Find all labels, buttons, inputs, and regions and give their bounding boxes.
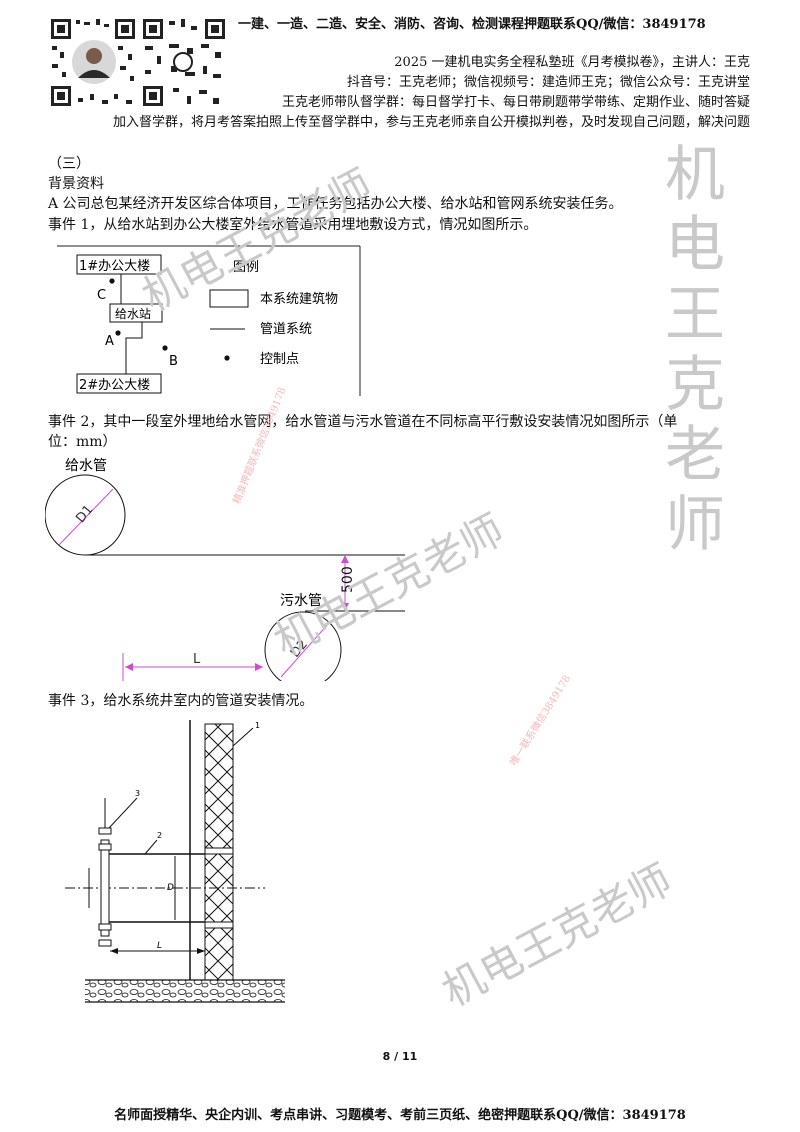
event-2-text: 事件 2，其中一段室外埋地给水管网，给水管道与污水管道在不同标高平行敷设安装情况…: [48, 414, 678, 430]
callout-1: 1: [255, 721, 260, 730]
water-pipe-label: 给水管: [65, 458, 107, 474]
point-c-label: C: [97, 288, 106, 303]
event-2-unit: 位：mm）: [48, 434, 117, 450]
water-station-box: [109, 303, 163, 323]
point-b-label: B: [169, 354, 178, 369]
site-layout-figure: 1#办公大楼 给水站 2#办公大楼 C A B 图例 本系统建筑物 管道系统 控…: [57, 245, 361, 396]
l-label: L: [193, 652, 201, 667]
background-heading: 背景资料: [48, 176, 104, 192]
legend-point-swatch: [224, 355, 230, 361]
callout-3: 3: [135, 789, 140, 798]
legend-pipe-label: 管道系统: [260, 322, 312, 337]
event-3-text: 事件 3，给水系统井室内的管道安装情况。: [48, 693, 314, 709]
pipe-spacing-figure: 给水管 D1 500 污水管 D2 L: [45, 458, 405, 681]
watermark-red-2: 唯一联系微信3849178: [508, 673, 574, 768]
control-point-b: [162, 345, 168, 351]
water-station-label: 给水站: [115, 307, 151, 321]
page-number: 8 / 11: [382, 1050, 418, 1063]
building-2-box: [76, 373, 162, 394]
well-pipe-installation-figure: D L 1 2 3: [65, 720, 285, 1003]
point-a-label: A: [105, 334, 114, 349]
control-point-c: [109, 278, 115, 284]
footer-promo: 名师面授精华、央企内训、考点串讲、习题模考、考前三页纸、绝密押题联系QQ/微信：…: [114, 1108, 686, 1123]
watermark-bottom: 机电王克老师: [434, 854, 680, 1017]
gravel-base: [85, 980, 285, 1002]
legend-building-label: 本系统建筑物: [260, 291, 338, 307]
callout-2: 2: [157, 831, 162, 840]
sewage-pipe-label: 污水管: [280, 593, 322, 609]
legend-building-swatch: [209, 289, 249, 308]
qr-code-image: [48, 16, 230, 109]
header-study-group: 王克老师带队督学群：每日督学打卡、每日带刷题带学带练、定期作业、随时答疑: [281, 95, 750, 110]
header-contact-line: 一建、一造、二造、安全、消防、咨询、检测课程押题联系QQ/微信：3849178: [238, 17, 706, 32]
d2-dimension: [280, 622, 330, 678]
d1-label: D1: [73, 502, 96, 526]
legend-title: 图例: [233, 260, 259, 275]
gap-500-label: 500: [340, 566, 356, 593]
l-label-fig3: L: [157, 941, 162, 951]
flange: [100, 839, 110, 937]
d-label: D: [167, 883, 174, 893]
sewage-pipe-circle: [264, 611, 342, 681]
d1-dimension: [58, 488, 114, 546]
building-1-label: 1#办公大楼: [79, 259, 150, 274]
header-course-title: 2025 一建机电实务全程私塾班《月考模拟卷》，主讲人：王克: [394, 55, 750, 70]
event-1-text: 事件 1，从给水站到办公大楼室外给水管道采用埋地敷设方式，情况如图所示。: [48, 217, 538, 233]
header-social-accounts: 抖音号：王克老师；微信视频号：建造师王克；微信公众号：王克讲堂: [346, 75, 750, 90]
building-2-label: 2#办公大楼: [79, 378, 150, 393]
legend-point-label: 控制点: [260, 352, 299, 367]
control-point-a: [115, 330, 121, 336]
section-number: （三）: [48, 156, 90, 172]
building-1-box: [76, 254, 162, 275]
background-paragraph: A 公司总包某经济开发区综合体项目，工作任务包括办公大楼、给水站和管网系统安装任…: [48, 196, 623, 212]
header-study-group-note: 加入督学群，将月考答案拍照上传至督学群中，参与王克老师亲自公开模拟判卷，及时发现…: [112, 115, 750, 130]
watermark-vertical: 机电王克老师: [665, 140, 725, 560]
